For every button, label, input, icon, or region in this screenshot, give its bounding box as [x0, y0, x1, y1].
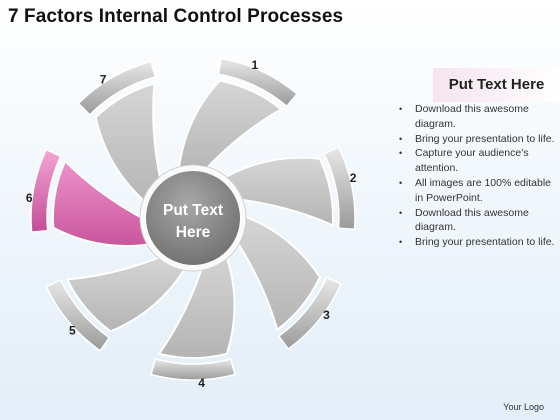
factor-number-5: 5 [69, 324, 76, 338]
factor-number-4: 4 [198, 376, 205, 390]
page-title: 7 Factors Internal Control Processes [8, 6, 344, 27]
bullet-item: All images are 100% editable in PowerPoi… [398, 176, 556, 206]
bullet-item: Download this awesome diagram. [398, 206, 556, 236]
factor-cap-7 [77, 60, 157, 116]
factor-cap-2 [323, 145, 356, 231]
factor-petal-1: 1 [176, 57, 299, 178]
bullet-item: Bring your presentation to life. [398, 132, 556, 147]
logo-text: Your Logo [503, 402, 544, 412]
factor-petal-3: 3 [232, 212, 342, 351]
factor-petal-2: 2 [216, 145, 357, 231]
factor-number-2: 2 [350, 171, 357, 185]
factor-cap-6 [30, 148, 62, 233]
factor-cap-1 [217, 57, 299, 108]
center-text-line-2: Here [176, 224, 211, 241]
panel-title: Put Text Here [448, 76, 545, 93]
factor-number-3: 3 [323, 308, 330, 322]
factor-number-1: 1 [251, 58, 258, 72]
bullet-item: Download this awesome diagram. [398, 102, 556, 132]
factor-petal-7: 7 [77, 60, 163, 209]
factor-petal-6: 6 [26, 148, 159, 247]
bullet-item: Capture your audience’s attention. [398, 146, 556, 176]
factor-cap-5 [45, 278, 111, 352]
factor-cap-3 [277, 276, 342, 351]
panel-title-background [433, 68, 560, 102]
factor-petal-5: 5 [45, 252, 191, 352]
factor-number-7: 7 [100, 73, 107, 87]
center-text-line-1: Put Text [163, 202, 223, 219]
bullet-item: Bring your presentation to life. [398, 235, 556, 250]
factor-number-6: 6 [26, 191, 33, 205]
factor-cap-4 [150, 358, 236, 381]
bullet-list: Download this awesome diagram. Bring you… [398, 102, 556, 250]
factor-petal-4: 4 [150, 247, 236, 390]
factor-diagram: 1 2 3 4 5 6 7 Put Text Here [26, 57, 357, 390]
center-hub: Put Text Here [139, 164, 247, 272]
